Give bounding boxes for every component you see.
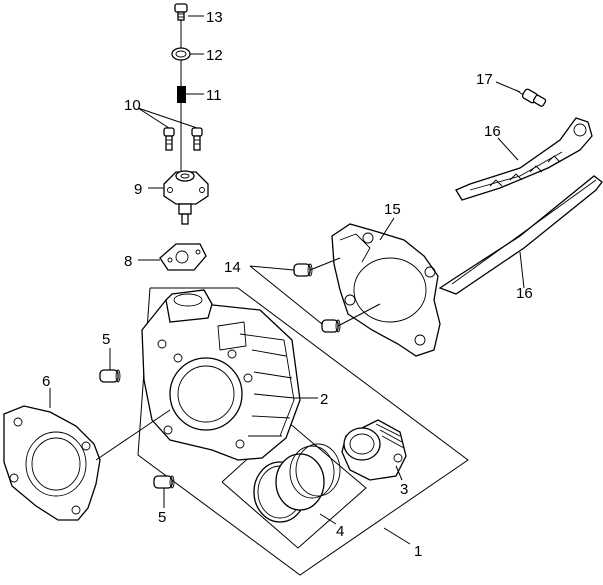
cylinder-2	[141, 289, 301, 461]
bolts-9	[163, 127, 203, 151]
spring-10	[177, 86, 186, 103]
callout-9: 10	[124, 97, 141, 114]
callout-11: 12	[206, 47, 223, 64]
callout-8: 9	[134, 181, 142, 198]
callout-15: 16	[516, 285, 533, 302]
bolt-17	[515, 88, 547, 107]
gasket-7	[159, 243, 207, 271]
callout-6: 6	[42, 373, 50, 390]
dowel-pins-13	[293, 263, 341, 333]
callout-5-upper: 5	[102, 331, 110, 348]
cylinder-assembly-outline	[137, 287, 469, 576]
callout-17: 17	[476, 71, 493, 88]
o-ring-11	[171, 47, 191, 61]
callout-10: 11	[206, 87, 222, 104]
piston-3	[341, 419, 407, 481]
callout-5-lower: 5	[158, 509, 166, 526]
base-gasket-6	[3, 405, 101, 521]
callout-1: 1	[414, 543, 422, 560]
callout-3: 3	[400, 481, 408, 498]
callout-16: 16	[484, 123, 501, 140]
callout-2: 2	[320, 391, 328, 408]
callout-4: 4	[336, 523, 344, 540]
callout-14: 15	[384, 201, 401, 218]
dowel-pins-5	[99, 369, 175, 489]
callout-7: 8	[124, 253, 132, 270]
piston-rings-4	[253, 443, 341, 523]
chain-arm-16	[455, 117, 593, 201]
head-gasket-14	[331, 223, 441, 357]
tensioner-8	[163, 170, 209, 225]
callout-13: 14	[224, 259, 241, 276]
chain-guide-15	[438, 175, 603, 295]
callout-12: 13	[206, 9, 223, 26]
bolt-12	[174, 3, 188, 21]
